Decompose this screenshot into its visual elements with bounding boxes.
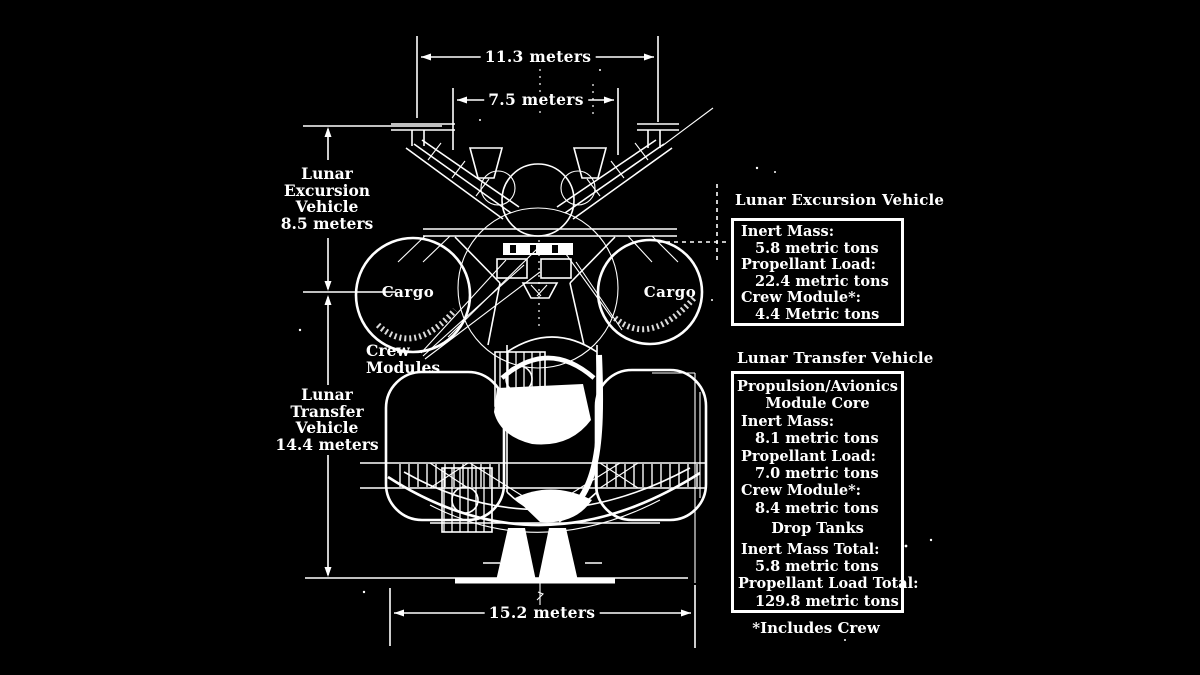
ltv-row-drop-tanks-header: Drop Tanks — [771, 520, 864, 538]
ltv-height-label: Lunar Transfer Vehicle 14.4 meters — [269, 385, 385, 455]
ltv-structure — [360, 336, 708, 608]
ltv-row-crew-module-label: Crew Module*: — [741, 482, 862, 500]
ltv-row-crew-module-value: 8.4 metric tons — [755, 499, 879, 517]
ltv-row-propellant-value: 7.0 metric tons — [755, 465, 879, 483]
cargo-right-label: Cargo — [643, 283, 697, 301]
lev-row-propellant-label: Propellant Load: — [741, 256, 877, 274]
lev-row-crew-module-label: Crew Module*: — [741, 289, 862, 307]
lev-row-inert-mass-value: 5.8 metric tons — [755, 239, 879, 257]
lev-panel-title: Lunar Excursion Vehicle — [735, 191, 945, 209]
ltv-row-propellant-label: Propellant Load: — [741, 447, 877, 465]
ltv-row-propellant-total-label: Propellant Load Total: — [738, 575, 919, 593]
noise-speckles — [298, 69, 933, 641]
lev-row-crew-module-value: 4.4 Metric tons — [755, 305, 880, 323]
crew-modules-label: Crew Modules — [366, 341, 441, 377]
ltv-row-inert-mass-label: Inert Mass: — [741, 412, 835, 430]
includes-crew-footnote: *Includes Crew — [752, 619, 880, 637]
ltv-data-panel: Propulsion/Avionics Module Core Inert Ma… — [731, 371, 919, 613]
ltv-row-inert-mass-value: 8.1 metric tons — [755, 430, 879, 448]
lev-height-label: Lunar Excursion Vehicle 8.5 meters — [274, 164, 380, 234]
ltv-row-module-core: Module Core — [765, 395, 870, 413]
cargo-left-label: Cargo — [381, 283, 435, 301]
lev-row-propellant-value: 22.4 metric tons — [755, 272, 889, 290]
ltv-row-propulsion-avionics: Propulsion/Avionics — [737, 378, 898, 395]
lev-row-inert-mass-label: Inert Mass: — [741, 223, 835, 240]
ltv-row-inert-mass-total-value: 5.8 metric tons — [755, 558, 879, 576]
ltv-row-propellant-total-value: 129.8 metric tons — [755, 592, 899, 610]
lev-structure — [391, 107, 714, 369]
dimension-7-5-label: 7.5 meters — [484, 92, 588, 108]
dimension-15-2-label: 15.2 meters — [484, 605, 600, 621]
ltv-row-inert-mass-total-label: Inert Mass Total: — [741, 540, 880, 558]
crew-module-section — [397, 236, 623, 360]
ltv-panel-title: Lunar Transfer Vehicle — [737, 349, 934, 367]
dimension-11-3-label: 11.3 meters — [480, 49, 596, 65]
lev-data-panel: Inert Mass: 5.8 metric tons Propellant L… — [731, 218, 904, 326]
